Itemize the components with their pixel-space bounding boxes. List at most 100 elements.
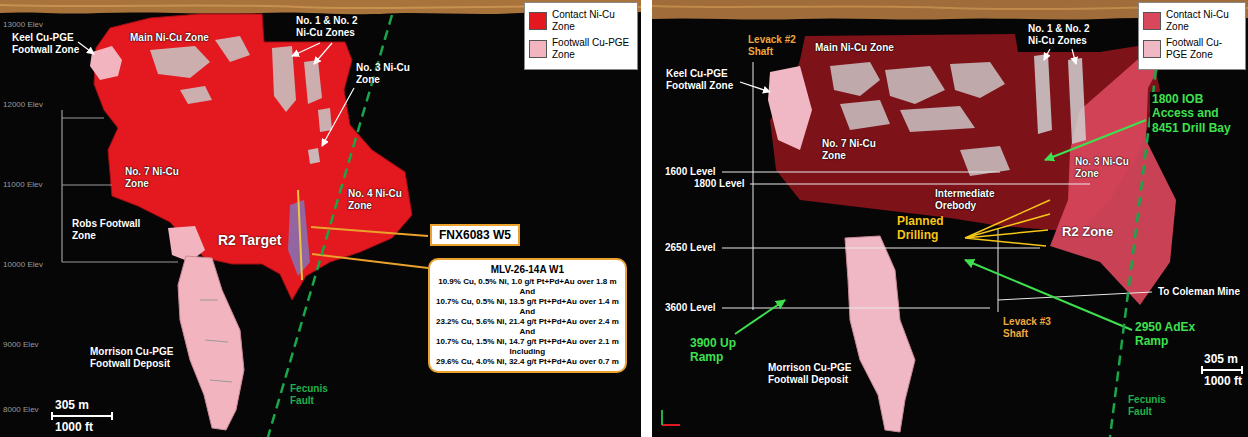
leader-line bbox=[1072, 49, 1076, 64]
leader-line bbox=[322, 88, 354, 146]
r2-zone bbox=[1050, 40, 1176, 305]
callout-heading: MLV-26-14A W1 bbox=[436, 264, 619, 277]
scale-label: 305 m bbox=[55, 398, 89, 412]
assay-line: And bbox=[436, 307, 619, 317]
panel-background bbox=[0, 0, 641, 437]
legend-label: Footwall Cu-PGE Zone bbox=[552, 37, 630, 60]
target-label: R2 Zone bbox=[1062, 224, 1113, 240]
elevation-label: 12000 Elev bbox=[3, 100, 43, 110]
leader-line bbox=[1044, 49, 1050, 60]
morrison-footwall-deposit bbox=[845, 236, 915, 432]
legend-box: Contact Ni-Cu ZoneFootwall Cu-PGE Zone bbox=[1138, 2, 1246, 70]
infrastructure-label: 3900 Up Ramp bbox=[690, 336, 740, 365]
zone-label: Keel Cu-PGE Footwall Zone bbox=[12, 32, 84, 56]
mined-stope bbox=[1068, 58, 1086, 144]
legend-entry: Contact Ni-Cu Zone bbox=[1143, 9, 1241, 32]
panel-background bbox=[652, 0, 1248, 437]
mined-stope bbox=[304, 60, 322, 104]
assay-line: 10.7% Cu, 1.5% Ni, 14.7 g/t Pt+Pd+Au ove… bbox=[436, 337, 619, 347]
assay-line: And bbox=[436, 327, 619, 337]
keel-footwall-zone bbox=[90, 46, 122, 80]
mined-stope bbox=[885, 66, 945, 104]
mined-stope bbox=[830, 62, 880, 96]
planned-drill-holes bbox=[965, 200, 1050, 246]
callout-heading: FNX6083 W5 bbox=[439, 228, 511, 242]
assay-line: Including bbox=[436, 347, 619, 357]
scale-bar bbox=[1202, 366, 1242, 374]
legend-entry: Footwall Cu-PGE Zone bbox=[529, 37, 633, 60]
callout-leader bbox=[312, 254, 428, 268]
scale-bar bbox=[52, 412, 112, 420]
zone-label: No. 3 Ni-Cu Zone bbox=[1075, 156, 1133, 180]
mined-stope bbox=[1034, 54, 1052, 134]
axis-icon bbox=[662, 424, 680, 426]
zone-label: 1600 Level bbox=[665, 166, 716, 178]
legend-label: Footwall Cu-PGE Zone bbox=[1166, 37, 1241, 60]
zone-label: 1800 Level bbox=[694, 178, 745, 190]
leader-line bbox=[292, 43, 320, 56]
fault-label: Fecunis Fault bbox=[290, 383, 332, 407]
mined-stope bbox=[900, 106, 975, 132]
legend-label: Contact Ni-Cu Zone bbox=[1166, 9, 1241, 32]
shafts-and-levels bbox=[722, 62, 1152, 312]
ramp-arrow bbox=[735, 300, 785, 334]
mined-stope bbox=[840, 100, 890, 130]
elevation-label: 9000 Elev bbox=[3, 340, 39, 350]
zone-label: Main Ni-Cu Zone bbox=[815, 42, 894, 54]
zone-label: 3600 Level bbox=[665, 302, 716, 314]
zone-label: Robs Footwall Zone bbox=[72, 218, 150, 242]
leader-line bbox=[78, 42, 94, 54]
mined-stope bbox=[318, 108, 332, 132]
zone-label: No. 1 & No. 2 Ni-Cu Zones bbox=[1028, 23, 1094, 47]
zone-label: To Coleman Mine bbox=[1158, 286, 1240, 298]
footwall-workings bbox=[200, 300, 232, 382]
zone-label: No. 7 Ni-Cu Zone bbox=[125, 166, 183, 190]
legend-swatch bbox=[529, 40, 547, 58]
assay-line: 10.7% Cu, 0.5% Ni, 13.5 g/t Pt+Pd+Au ove… bbox=[436, 297, 619, 307]
mined-stope bbox=[308, 148, 320, 164]
mined-stope bbox=[180, 86, 212, 104]
contact-ni-cu-zone bbox=[94, 14, 412, 300]
assay-line: 23.2% Cu, 5.6% Ni, 21.4 g/t Pt+Pd+Au ove… bbox=[436, 317, 619, 327]
legend-entry: Contact Ni-Cu Zone bbox=[529, 9, 633, 32]
legend-entry: Footwall Cu-PGE Zone bbox=[1143, 37, 1241, 60]
scale-label: 1000 ft bbox=[55, 420, 93, 434]
elevation-label: 10000 Elev bbox=[3, 260, 43, 270]
drill-hole-trace bbox=[298, 190, 302, 280]
plan-label: Planned Drilling bbox=[897, 214, 949, 243]
zone-label: No. 7 Ni-Cu Zone bbox=[822, 138, 880, 162]
legend-box: Contact Ni-Cu ZoneFootwall Cu-PGE Zone bbox=[524, 2, 638, 70]
target-label: R2 Target bbox=[218, 232, 282, 249]
scale-label: 305 m bbox=[1204, 352, 1238, 366]
mined-stope bbox=[950, 62, 1005, 98]
morrison-footwall-deposit bbox=[178, 256, 244, 430]
legend-swatch bbox=[1143, 12, 1161, 30]
leader-line bbox=[314, 43, 332, 64]
fault-label: Fecunis Fault bbox=[1128, 394, 1170, 418]
zone-label: Main Ni-Cu Zone bbox=[130, 32, 209, 44]
zone-label: No. 3 Ni-Cu Zone bbox=[356, 62, 414, 86]
zone-label: No. 1 & No. 2 Ni-Cu Zones bbox=[296, 15, 362, 39]
legend-label: Contact Ni-Cu Zone bbox=[552, 9, 630, 32]
zone-label: No. 4 Ni-Cu Zone bbox=[348, 188, 406, 212]
access-arrow bbox=[1045, 120, 1146, 160]
legend-swatch bbox=[529, 12, 547, 30]
zone-label: 2650 Level bbox=[665, 242, 716, 254]
shaft-label: Levack #2 Shaft bbox=[748, 34, 800, 58]
assay-line: 29.6% Cu, 4.0% Ni, 32.4 g/t Pt+Pd+Au ove… bbox=[436, 357, 619, 367]
axis-icon bbox=[661, 410, 663, 425]
zone-label: Intermediate Orebody bbox=[935, 188, 999, 212]
assay-line: And bbox=[436, 287, 619, 297]
infrastructure-label: 1800 IOB Access and 8451 Drill Bay bbox=[1150, 92, 1240, 135]
zone-label: Morrison Cu-PGE Footwall Deposit bbox=[90, 346, 180, 370]
elevation-label: 13000 Elev bbox=[3, 20, 43, 30]
mined-stope bbox=[150, 46, 210, 78]
elevation-label: 11000 Elev bbox=[3, 180, 42, 190]
assay-callout-box: MLV-26-14A W110.9% Cu, 0.5% Ni, 1.0 g/t … bbox=[428, 258, 627, 373]
shaft-label: Levack #3 Shaft bbox=[1003, 316, 1055, 340]
zone-label: Keel Cu-PGE Footwall Zone bbox=[666, 68, 738, 92]
scale-label: 1000 ft bbox=[1204, 374, 1242, 388]
leader-line bbox=[740, 82, 770, 92]
callout-box: FNX6083 W5 bbox=[430, 224, 520, 246]
